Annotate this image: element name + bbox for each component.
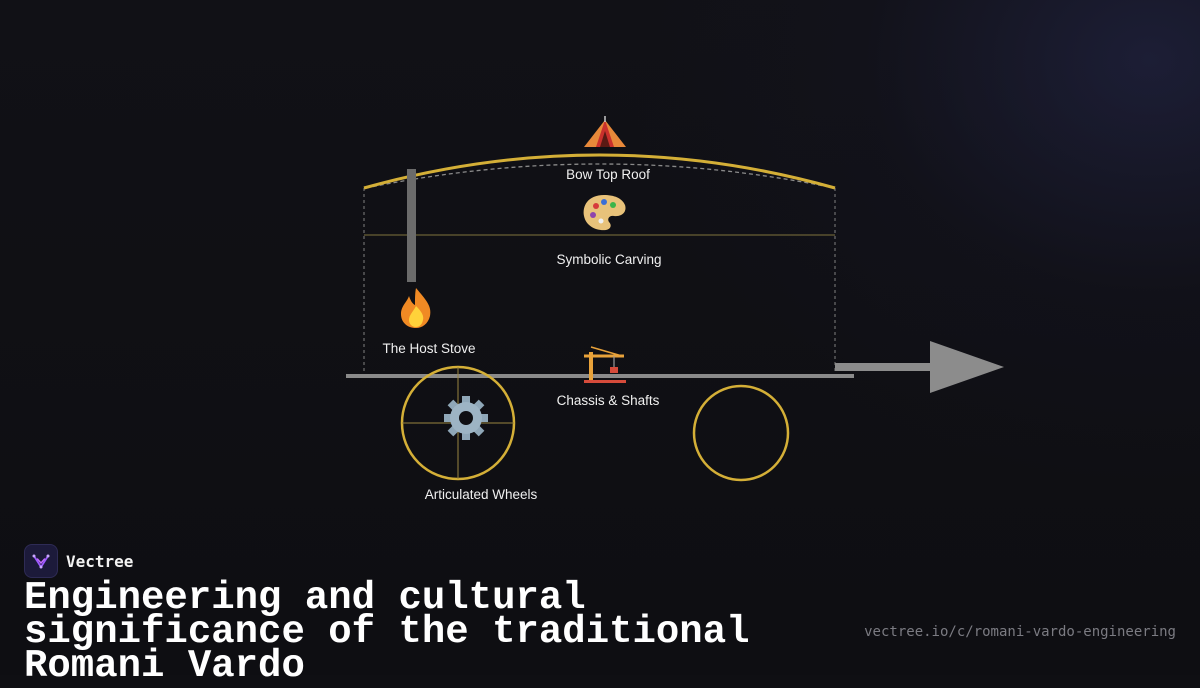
vectree-logo-icon — [24, 544, 58, 578]
bow-top-roof-label: Bow Top Roof — [566, 167, 650, 182]
palette-icon — [583, 195, 626, 231]
brand[interactable]: Vectree — [24, 544, 133, 578]
tent-icon — [584, 116, 626, 147]
shaft-bar — [835, 363, 931, 371]
brand-name: Vectree — [66, 551, 134, 571]
gear-icon — [444, 396, 488, 440]
roof-inner-dashed — [365, 163, 835, 189]
bow-top-roof-arc — [363, 153, 836, 190]
direction-arrow — [930, 341, 1004, 393]
stove-chimney — [407, 169, 416, 282]
page-title: Engineering and cultural significance of… — [24, 576, 750, 688]
fire-icon — [401, 288, 431, 328]
chassis-bar — [346, 374, 854, 378]
chassis-shafts-label: Chassis & Shafts — [557, 393, 660, 408]
host-stove-label: The Host Stove — [382, 341, 475, 356]
source-url-link[interactable]: vectree.io/c/romani-vardo-engineering — [864, 624, 1176, 640]
articulated-wheels-label: Articulated Wheels — [425, 487, 538, 502]
rear-wheel — [692, 384, 790, 482]
crane-icon — [584, 346, 626, 383]
symbolic-carving-label: Symbolic Carving — [556, 252, 661, 267]
